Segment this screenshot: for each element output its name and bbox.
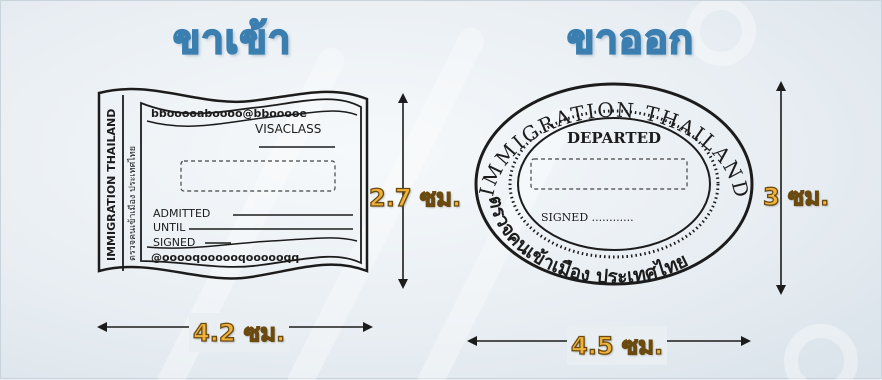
arrival-height-label: 2.7 ซม. <box>368 183 462 212</box>
visaclass-label: VISACLASS <box>255 122 321 136</box>
pattern-rows: bbooooaboooo@bbooooe @ooooqoooooqoooooqq <box>151 107 307 264</box>
departure-heading: ขาออก <box>566 16 695 64</box>
bottom-band-line <box>146 237 358 249</box>
departure-stamp: IMMIGRATION THAILAND ตรวจคนเข้าเมือง ประ… <box>474 82 754 288</box>
admitted-label: ADMITTED <box>153 207 210 220</box>
arrival-heading: ขาเข้า <box>172 16 292 64</box>
arrival-width-label: 4.2 ซม. <box>189 313 290 352</box>
pattern-text-bottom: @ooooqoooooqoooooqq <box>151 251 299 264</box>
until-label: UNTIL <box>153 221 186 234</box>
departure-width-label: 4.5 ซม. <box>567 326 668 365</box>
departure-signed-label: SIGNED ............ <box>541 211 634 224</box>
arrival-stamp: bbooooaboooo@bbooooe @ooooqoooooqoooooqq… <box>97 87 369 280</box>
departure-height-arrow <box>776 81 786 295</box>
pattern-text-top: bbooooaboooo@bbooooe <box>151 107 307 120</box>
signed-label: SIGNED <box>153 236 195 249</box>
side-text-english: IMMIGRATION THAILAND <box>105 109 118 261</box>
departure-date-box <box>530 158 688 190</box>
dotted-ring <box>508 109 720 259</box>
outer-ellipse <box>474 82 754 286</box>
arrival-height-arrow <box>398 93 408 289</box>
top-band-line <box>146 110 358 127</box>
departed-label: DEPARTED <box>567 129 661 147</box>
watermark-circle <box>784 324 858 380</box>
stamp-date-box <box>180 160 336 192</box>
stamp-frame <box>97 87 369 280</box>
stamp-inner-frame <box>140 98 362 268</box>
inner-ellipse <box>517 117 711 251</box>
side-text-thai: ตรวจคนเข้าเมือง ประเทศไทย <box>127 146 138 261</box>
watermark-circle <box>686 1 756 66</box>
departure-height-label: 3 ซม. <box>762 182 830 211</box>
